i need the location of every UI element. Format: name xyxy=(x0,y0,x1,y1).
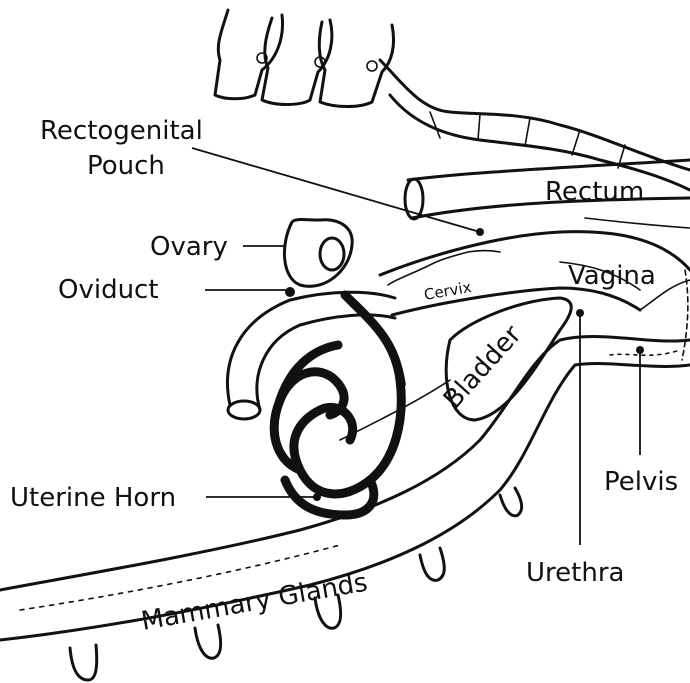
uterine-horn-dot xyxy=(313,493,321,501)
urethra-label: Urethra xyxy=(526,558,624,588)
body-wall-shape xyxy=(0,270,690,680)
oviduct-dot xyxy=(285,287,295,297)
rectogenital-pouch-label-line1: Rectogenital xyxy=(40,116,203,146)
bladder-label: Bladder xyxy=(438,320,528,415)
rectum-label: Rectum xyxy=(545,177,644,207)
oviduct-label: Oviduct xyxy=(58,275,159,305)
uterine-horn-label: Uterine Horn xyxy=(10,483,176,513)
rectogenital-pouch-dot xyxy=(476,228,484,236)
pelvis-dot xyxy=(636,346,644,354)
pelvis-label: Pelvis xyxy=(604,467,678,497)
vagina-label: Vagina xyxy=(568,261,656,291)
ovary-label: Ovary xyxy=(150,232,228,262)
urethra-dot xyxy=(576,309,584,317)
rectogenital-pouch-leader xyxy=(192,148,480,232)
ovary-shape xyxy=(284,220,352,287)
rectogenital-pouch-label-line2: Pouch xyxy=(87,151,165,181)
